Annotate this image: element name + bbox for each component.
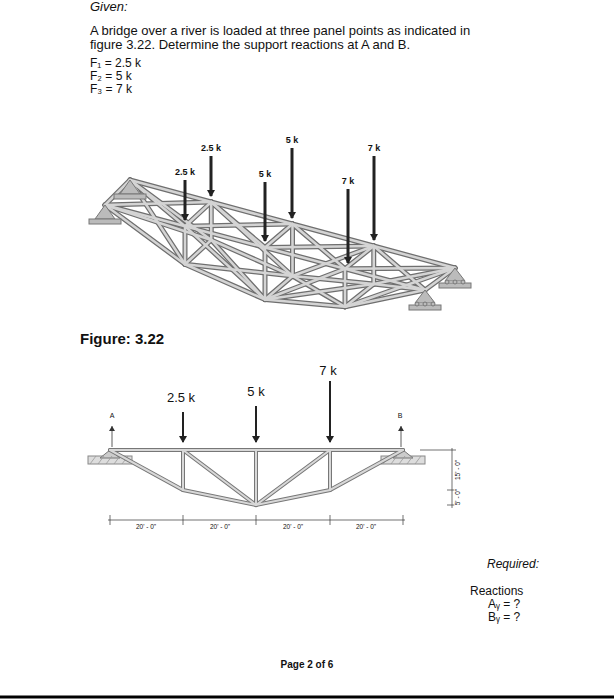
load-arrow <box>183 381 330 442</box>
page-number: Page 2 of 6 <box>281 659 334 671</box>
given-force: F₂ = 5 k <box>90 70 132 84</box>
truss-member <box>293 246 374 276</box>
load-label: 5 k <box>247 385 264 400</box>
truss-member <box>105 202 211 205</box>
load-label: 2.5 k <box>201 143 221 153</box>
truss-member <box>185 264 293 276</box>
dimension-label: 20' - 0" <box>136 523 156 530</box>
dimension-label: 20' - 0" <box>283 523 303 530</box>
support-symbol <box>89 180 471 310</box>
load-label: 2.5 k <box>175 167 195 177</box>
reaction-arrow <box>112 426 401 447</box>
dimension-label: 5' - 0" <box>454 488 461 507</box>
required-text: Aᵧ = ? <box>488 598 520 612</box>
truss-member <box>265 224 293 248</box>
truss-member <box>105 202 211 205</box>
truss-member <box>185 224 293 226</box>
truss-member <box>185 240 211 264</box>
page-rule <box>0 696 614 699</box>
load-label: 7 k <box>319 364 336 379</box>
given-force: F₁ = 2.5 k <box>90 57 141 71</box>
truss-3d <box>105 180 455 307</box>
truss-member <box>345 267 455 270</box>
load-arrow <box>185 148 374 263</box>
load-label: 2.5 k <box>167 391 195 406</box>
dimension-label: 20' - 0" <box>210 523 230 530</box>
dimension-label: 20' - 0" <box>356 523 376 530</box>
load-label: 5 k <box>286 135 299 145</box>
given-force: F₃ = 7 k <box>90 83 132 97</box>
load-label: 7 k <box>342 176 355 186</box>
figure-caption: Figure: 3.22 <box>80 330 164 347</box>
required-heading: Required: <box>487 558 539 572</box>
truss-member <box>290 224 295 276</box>
load-label: 5 k <box>259 169 272 179</box>
truss-member <box>291 224 294 276</box>
truss-member <box>265 284 374 300</box>
load-label: 7 k <box>368 143 381 153</box>
truss-member <box>373 246 376 284</box>
support-label: B <box>398 412 403 420</box>
required-text: Bᵧ = ? <box>488 611 520 625</box>
truss-member <box>185 224 293 226</box>
truss-member <box>211 202 292 276</box>
truss-2d <box>110 450 403 505</box>
truss-member <box>265 246 374 248</box>
dimension-label: 15' - 0" <box>454 459 461 481</box>
truss-member <box>265 224 293 248</box>
support-label: A <box>110 412 115 420</box>
dimension-line <box>108 448 457 525</box>
truss-member <box>185 202 211 226</box>
truss-member <box>265 246 374 248</box>
problem-text: A bridge over a river is loaded at three… <box>90 24 490 53</box>
required-text: Reactions <box>470 585 523 599</box>
truss-member <box>185 240 211 264</box>
heading-text: Given: <box>90 0 128 15</box>
truss-member <box>185 202 211 226</box>
